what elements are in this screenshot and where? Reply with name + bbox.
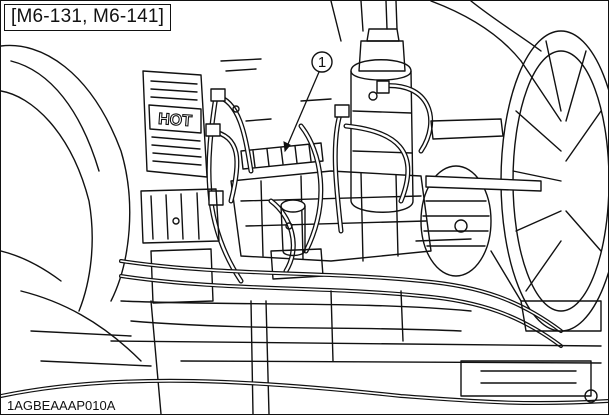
feed-pump: [270, 199, 324, 280]
left-fender: [1, 44, 131, 302]
model-label: [M6-131, M6-141]: [4, 4, 172, 31]
starter: [140, 188, 220, 304]
injection-rail: [240, 142, 324, 170]
callout-leader: [284, 71, 320, 152]
hot-label: HOT: [158, 111, 193, 130]
callout-1: 1: [283, 51, 333, 153]
svg-text:1: 1: [318, 54, 326, 71]
left-fender-inner: [1, 90, 93, 312]
figure-code: 1AGBEAAAP010A: [3, 398, 120, 413]
alternator: [420, 165, 542, 277]
